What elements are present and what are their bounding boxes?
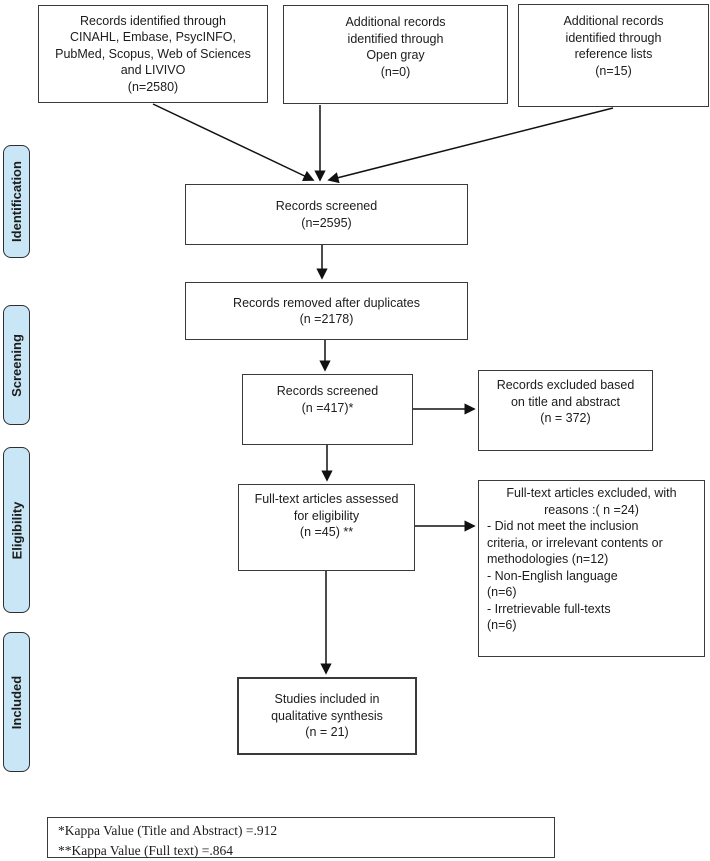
stage-eligibility-label: Eligibility [9,501,25,559]
stage-included: Included [3,632,30,772]
box-excluded-title-abstract: Records excluded based on title and abst… [478,370,653,451]
stage-screening: Screening [3,305,30,425]
kappa-fulltext: **Kappa Value (Full text) =.864 [58,842,233,858]
box-open-gray-text: Additional records identified through Op… [345,15,446,79]
stage-included-label: Included [9,675,25,729]
box-records-screened-2: Records screened (n =417)* [242,374,413,445]
stage-screening-label: Screening [9,333,25,397]
kappa-footnote-box: *Kappa Value (Title and Abstract) =.912 … [47,817,555,858]
kappa-title-abstract: *Kappa Value (Title and Abstract) =.912 [58,823,278,838]
box-included-qualitative: Studies included in qualitative synthesi… [237,677,417,755]
box-excluded-title-abstract-text: Records excluded based on title and abst… [496,378,635,425]
box-duplicates-removed-text: Records removed after duplicates (n =217… [233,295,420,327]
box-reference-lists-text: Additional records identified through re… [563,14,664,78]
arrow-reflists-to-screened [327,107,614,184]
box-fulltext-assessed: Full-text articles assessed for eligibil… [238,484,415,571]
box-reference-lists: Additional records identified through re… [518,4,709,107]
box-records-identified: Records identified through CINAHL, Embas… [38,5,268,103]
box-fulltext-assessed-text: Full-text articles assessed for eligibil… [254,492,399,539]
box-records-screened: Records screened (n=2595) [185,184,468,245]
box-records-screened-2-text: Records screened (n =417)* [276,384,379,415]
box-duplicates-removed: Records removed after duplicates (n =217… [185,282,468,340]
box-fulltext-excluded: Full-text articles excluded, with reason… [478,480,705,657]
arrow-identified-to-screened [152,103,315,181]
stage-identification-label: Identification [9,161,25,242]
box-records-identified-text: Records identified through CINAHL, Embas… [55,13,251,94]
box-open-gray: Additional records identified through Op… [283,5,508,104]
stage-eligibility: Eligibility [3,447,30,613]
box-fulltext-excluded-heading: Full-text articles excluded, with reason… [506,486,677,517]
stage-identification: Identification [3,145,30,258]
box-included-qualitative-text: Studies included in qualitative synthesi… [271,692,383,740]
box-records-screened-text: Records screened (n=2595) [275,199,378,230]
box-fulltext-excluded-reasons: - Did not meet the inclusion criteria, o… [487,519,663,632]
